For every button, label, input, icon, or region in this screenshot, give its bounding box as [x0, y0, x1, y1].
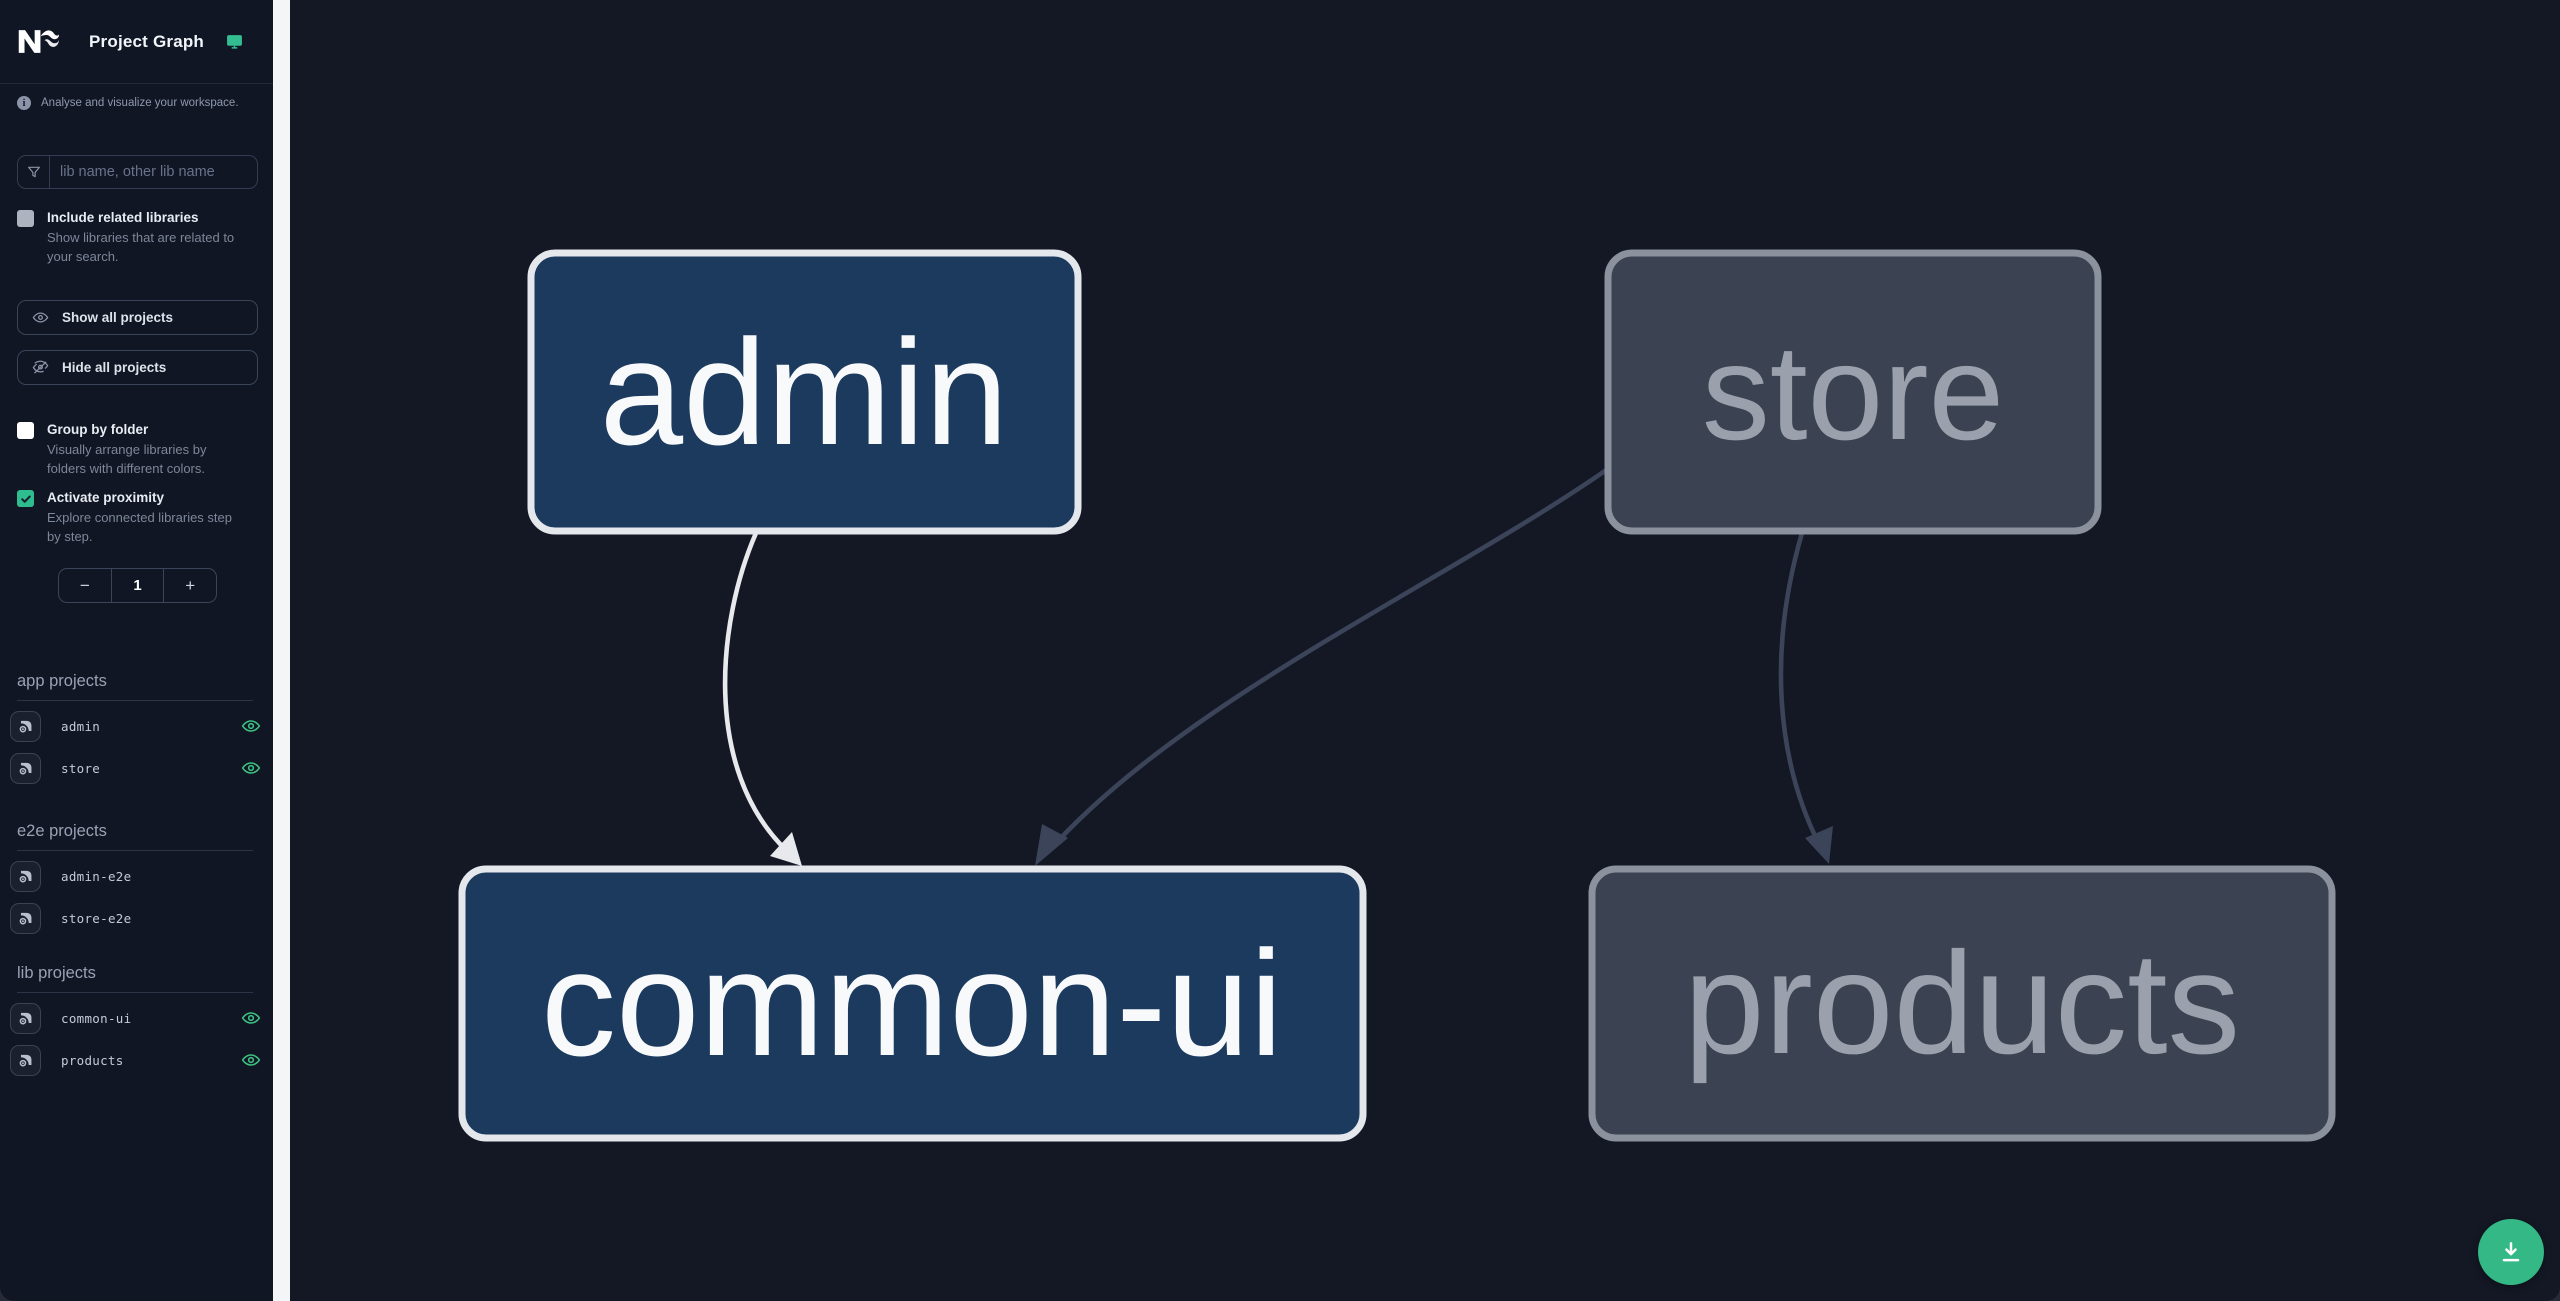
- section-app-projects: app projects: [17, 672, 253, 701]
- checkbox-group-by-folder[interactable]: [17, 422, 34, 439]
- eye-off-icon: [32, 360, 49, 374]
- tagline: i Analyse and visualize your workspace.: [17, 96, 265, 110]
- edge-store-to-products[interactable]: [1778, 532, 1833, 864]
- option-activate-proximity[interactable]: Activate proximity Explore connected lib…: [17, 489, 261, 547]
- app-title: Project Graph: [89, 31, 205, 51]
- project-row-admin[interactable]: admin: [10, 710, 261, 742]
- node-store[interactable]: store: [1604, 249, 2102, 535]
- node-label-common-ui: common-ui: [541, 919, 1283, 1087]
- node-admin[interactable]: admin: [527, 249, 1082, 535]
- option-group-by-folder[interactable]: Group by folder Visually arrange librari…: [17, 421, 261, 479]
- visibility-eye-icon[interactable]: [241, 758, 261, 778]
- visibility-eye-icon[interactable]: [241, 716, 261, 736]
- download-icon: [2502, 1242, 2520, 1262]
- hide-all-projects-button[interactable]: Hide all projects: [17, 350, 258, 385]
- info-icon: i: [17, 96, 31, 110]
- filter-icon: [18, 156, 50, 188]
- node-common-ui[interactable]: common-ui: [458, 865, 1367, 1142]
- proximity-value: 1: [110, 569, 164, 602]
- edge-admin-to-common-ui[interactable]: [722, 532, 802, 866]
- sidebar: Project Graph i Analyse and visualize yo…: [0, 0, 273, 1301]
- node-label-products: products: [1684, 922, 2240, 1084]
- check-icon: [20, 495, 31, 503]
- section-e2e-projects: e2e projects: [17, 822, 253, 851]
- project-icon: [10, 710, 41, 742]
- project-icon: [10, 1044, 41, 1076]
- show-all-projects-button[interactable]: Show all projects: [17, 300, 258, 335]
- project-icon: [10, 860, 41, 892]
- dependency-graph-svg: admin store common-ui products: [458, 249, 2336, 1142]
- proximity-increment-button[interactable]: +: [163, 569, 216, 602]
- project-row-store[interactable]: store: [10, 752, 261, 784]
- eye-icon: [32, 312, 49, 323]
- project-icon: [10, 1002, 41, 1034]
- node-label-store: store: [1702, 316, 2004, 468]
- project-icon: [10, 752, 41, 784]
- search-input[interactable]: [50, 164, 257, 180]
- node-label-admin: admin: [600, 308, 1009, 476]
- nx-logo-icon: [17, 28, 59, 55]
- graph-canvas[interactable]: admin store common-ui products: [290, 0, 2560, 1301]
- edge-store-to-common-ui[interactable]: [1035, 464, 1614, 866]
- brand-header: Project Graph: [0, 0, 273, 84]
- visibility-eye-icon[interactable]: [241, 1050, 261, 1070]
- search-box: [17, 155, 258, 189]
- project-row-products[interactable]: products: [10, 1044, 261, 1076]
- monitor-icon[interactable]: [226, 33, 243, 50]
- project-icon: [10, 902, 41, 934]
- proximity-stepper: − 1 +: [58, 568, 217, 603]
- checkbox-activate-proximity[interactable]: [17, 490, 34, 507]
- download-graph-button[interactable]: [2478, 1219, 2544, 1285]
- project-row-store-e2e[interactable]: store-e2e: [10, 902, 261, 934]
- project-row-common-ui[interactable]: common-ui: [10, 1002, 261, 1034]
- node-products[interactable]: products: [1588, 865, 2336, 1142]
- section-lib-projects: lib projects: [17, 964, 253, 993]
- visibility-eye-icon[interactable]: [241, 1008, 261, 1028]
- checkbox-include-related[interactable]: [17, 210, 34, 227]
- sidebar-canvas-divider: [273, 0, 290, 1301]
- proximity-decrement-button[interactable]: −: [79, 575, 90, 595]
- project-row-admin-e2e[interactable]: admin-e2e: [10, 860, 261, 892]
- option-include-related[interactable]: Include related libraries Show libraries…: [17, 209, 261, 267]
